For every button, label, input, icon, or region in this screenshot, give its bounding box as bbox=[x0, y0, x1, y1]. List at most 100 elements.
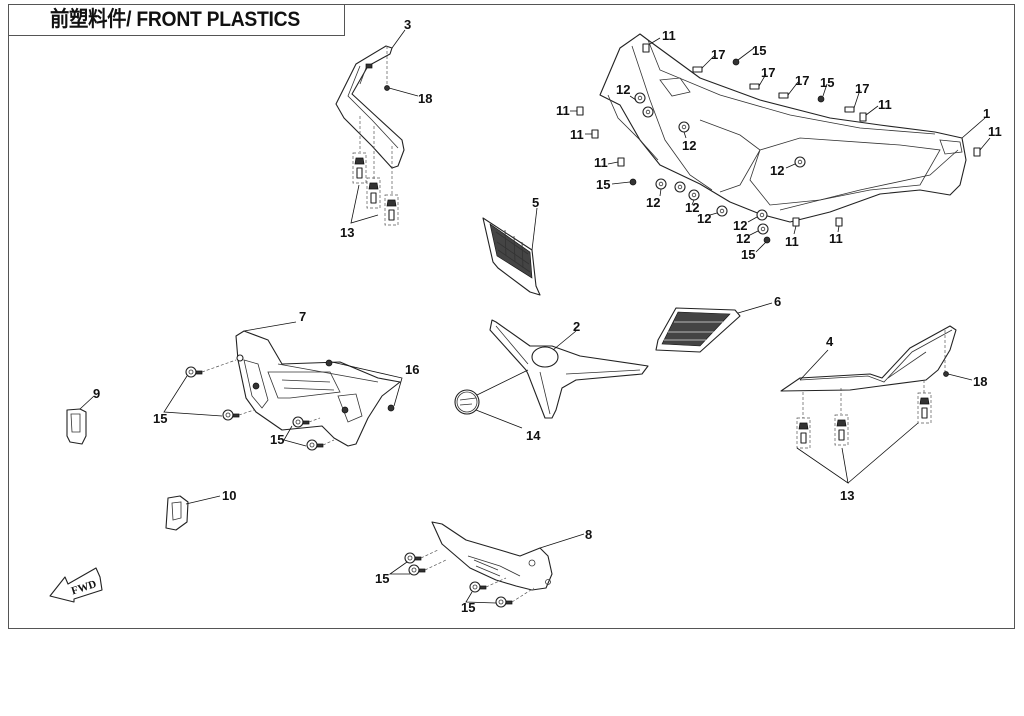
part-2-front-center-cover[interactable] bbox=[489, 319, 649, 419]
clip-icon bbox=[749, 83, 760, 90]
bolt-icon bbox=[763, 236, 771, 244]
label-11: 11 bbox=[594, 155, 608, 170]
fasteners-part-7 bbox=[185, 359, 395, 451]
clip-icon bbox=[778, 92, 789, 99]
label-4: 4 bbox=[826, 334, 834, 349]
diagram-frame bbox=[8, 4, 1015, 629]
push-rivet-icon bbox=[917, 392, 932, 424]
push-rivet-icon bbox=[384, 194, 399, 226]
label-9: 9 bbox=[93, 386, 100, 401]
label-11: 11 bbox=[988, 124, 1002, 139]
flange-bolt-icon bbox=[404, 552, 422, 564]
grommet-icon bbox=[655, 178, 667, 190]
label-15: 15 bbox=[752, 43, 766, 58]
label-2: 2 bbox=[573, 319, 580, 334]
leaders-part-8 bbox=[388, 533, 585, 604]
push-rivet-icon bbox=[796, 417, 811, 449]
grommet-icon bbox=[678, 121, 690, 133]
part-9-left-reflector-cover[interactable] bbox=[66, 408, 87, 445]
leaders-part-4 bbox=[796, 349, 973, 484]
label-8: 8 bbox=[585, 527, 592, 542]
part-1-front-frame[interactable] bbox=[599, 33, 967, 223]
clip-nut-icon bbox=[859, 112, 867, 122]
leader-2 bbox=[552, 330, 577, 351]
label-12: 12 bbox=[736, 231, 750, 246]
leader-14 bbox=[475, 369, 529, 429]
flange-bolt-icon bbox=[292, 416, 310, 428]
part-8-lower-front-cover[interactable] bbox=[431, 521, 553, 591]
fwd-arrow-icon: FWD bbox=[49, 567, 103, 603]
label-3: 3 bbox=[404, 17, 411, 32]
label-11: 11 bbox=[878, 97, 892, 112]
label-1: 1 bbox=[983, 106, 990, 121]
hardware-part-1 bbox=[576, 43, 981, 244]
grommet-icon bbox=[716, 205, 728, 217]
part-7-headlight-cover[interactable] bbox=[235, 330, 401, 447]
screw-icon bbox=[325, 359, 333, 367]
clip-icon bbox=[844, 106, 855, 113]
label-15: 15 bbox=[153, 411, 167, 426]
label-11: 11 bbox=[556, 103, 570, 118]
leader-10 bbox=[185, 495, 221, 505]
clip-nut-icon bbox=[591, 129, 599, 139]
part-5-left-grille[interactable] bbox=[482, 217, 541, 296]
leader-5 bbox=[531, 207, 538, 251]
grommet-icon bbox=[642, 106, 654, 118]
clip-nut-icon bbox=[973, 147, 981, 157]
flange-bolt-icon bbox=[408, 564, 426, 576]
grommet-icon bbox=[688, 189, 700, 201]
diagram-title: 前塑料件/ FRONT PLASTICS bbox=[50, 8, 300, 31]
label-11: 11 bbox=[829, 231, 843, 246]
label-12: 12 bbox=[697, 211, 711, 226]
leader-9 bbox=[79, 395, 95, 410]
leaders-part-3 bbox=[350, 29, 419, 224]
screw-icon bbox=[387, 404, 395, 412]
clip-icon bbox=[692, 66, 703, 73]
clip-nut-icon bbox=[617, 157, 625, 167]
label-15: 15 bbox=[820, 75, 834, 90]
label-13: 13 bbox=[840, 488, 854, 503]
clip-nut-icon bbox=[576, 106, 584, 116]
bolt-icon bbox=[817, 95, 825, 103]
part-10-right-reflector-cover[interactable] bbox=[165, 495, 189, 531]
label-5: 5 bbox=[532, 195, 539, 210]
label-12: 12 bbox=[616, 82, 630, 97]
push-rivet-icon bbox=[834, 414, 849, 446]
flange-bolt-icon bbox=[306, 439, 324, 451]
label-11: 11 bbox=[785, 234, 799, 249]
part-14-emblem[interactable] bbox=[454, 389, 480, 415]
label-15: 15 bbox=[596, 177, 610, 192]
push-rivet-icon bbox=[352, 152, 367, 184]
flange-bolt-icon bbox=[495, 596, 513, 608]
grommet-icon bbox=[756, 209, 768, 221]
clip-nut-icon bbox=[792, 217, 800, 227]
label-11: 11 bbox=[570, 127, 584, 142]
label-7: 7 bbox=[299, 309, 306, 324]
label-15: 15 bbox=[270, 432, 284, 447]
label-15: 15 bbox=[461, 600, 475, 615]
label-11: 11 bbox=[662, 28, 676, 43]
leaders-part-1 bbox=[570, 37, 991, 253]
clip-nut-icon bbox=[835, 217, 843, 227]
label-6: 6 bbox=[774, 294, 781, 309]
clip-nut-icon bbox=[642, 43, 650, 53]
label-15: 15 bbox=[741, 247, 755, 262]
flange-bolt-icon bbox=[469, 581, 487, 593]
grommet-icon bbox=[674, 181, 686, 193]
grommet-icon bbox=[794, 156, 806, 168]
label-17: 17 bbox=[711, 47, 725, 62]
part-6-right-grille[interactable] bbox=[655, 307, 741, 353]
labels-part-1: 1 11 11 11 11 11 11 11 11 12 12 12 12 12… bbox=[556, 28, 1002, 262]
leader-6 bbox=[737, 302, 773, 314]
label-15: 15 bbox=[375, 571, 389, 586]
label-17: 17 bbox=[795, 73, 809, 88]
fasteners-part-8 bbox=[404, 549, 535, 608]
label-18: 18 bbox=[418, 91, 432, 106]
part-4-right-fender-trim[interactable] bbox=[780, 325, 957, 392]
label-12: 12 bbox=[685, 200, 699, 215]
part-3-left-fender-trim[interactable] bbox=[335, 45, 405, 169]
label-13: 13 bbox=[340, 225, 354, 240]
label-17: 17 bbox=[761, 65, 775, 80]
grommet-icon bbox=[634, 92, 646, 104]
